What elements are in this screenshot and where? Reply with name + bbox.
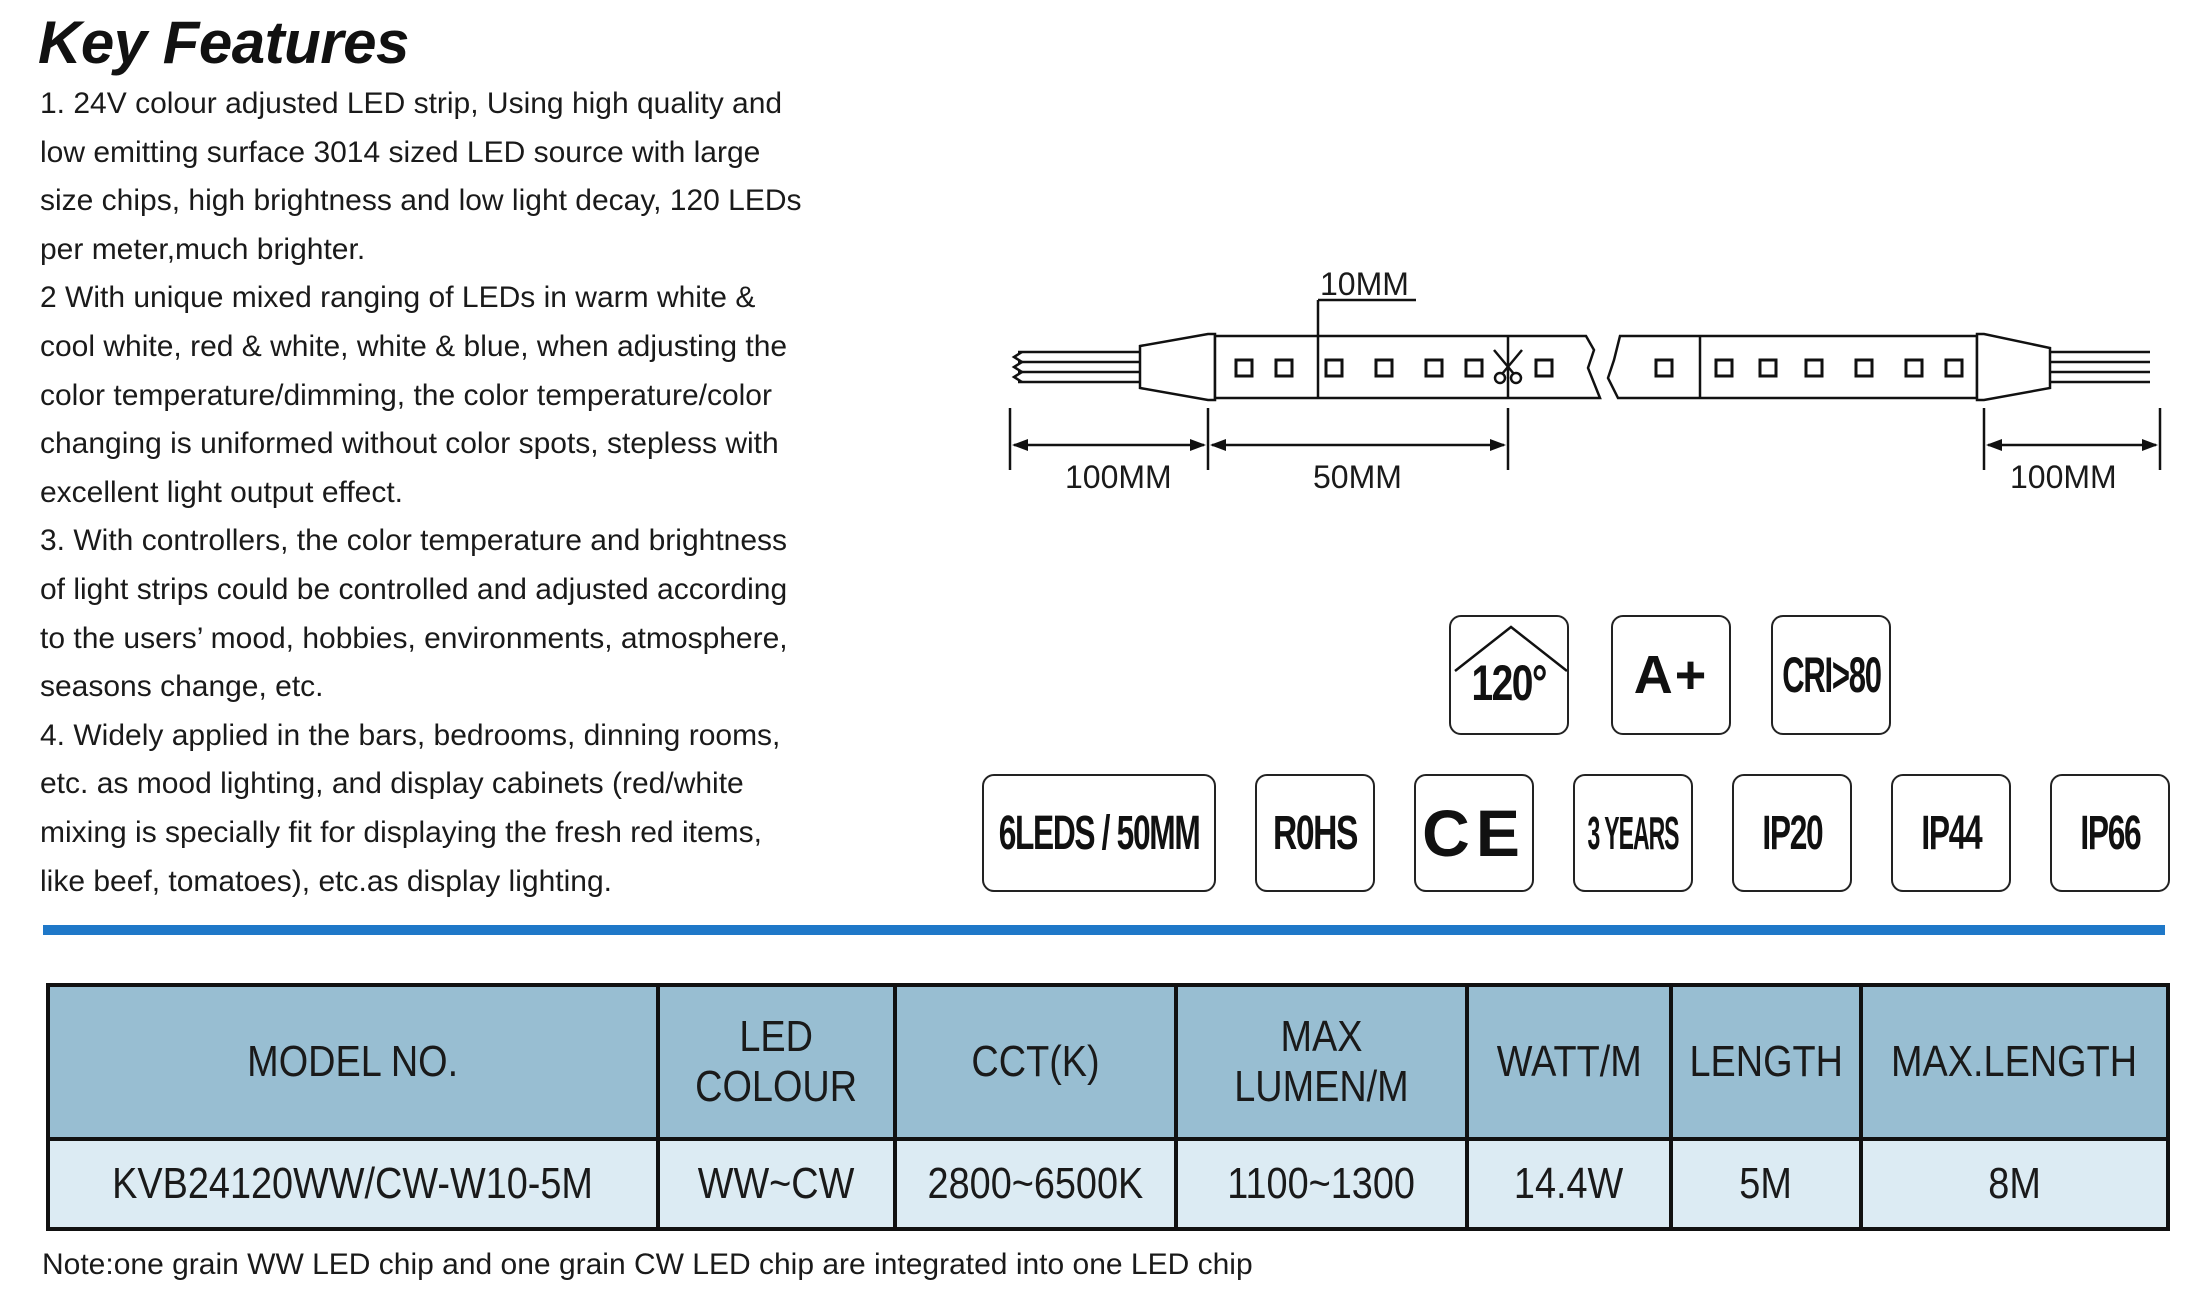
- feature-line: color temperature/dimming, the color tem…: [40, 378, 772, 412]
- led-strip-diagram: 10MM 100MM 50MM 100MM: [1008, 266, 2162, 495]
- col-header: LENGTH: [1669, 983, 1863, 1141]
- rohs-badge: R0HS: [1255, 774, 1375, 892]
- feature-line: changing is uniformed without color spot…: [40, 427, 779, 461]
- col-header: WATT/M: [1465, 983, 1673, 1141]
- table-cell: WW~CW: [656, 1137, 897, 1231]
- feature-line: 4. Widely applied in the bars, bedrooms,…: [40, 718, 781, 752]
- ip66-label: IP66: [2080, 806, 2141, 860]
- ip20-badge: IP20: [1732, 774, 1852, 892]
- left-wires: [1011, 350, 1140, 384]
- feature-line: excellent light output effect.: [40, 475, 404, 509]
- cell-cct: 2800~6500K: [927, 1159, 1144, 1208]
- ip20-label: IP20: [1762, 806, 1823, 860]
- cell-max-length: 8M: [1988, 1159, 2041, 1208]
- ip66-badge: IP66: [2050, 774, 2170, 892]
- cell-length: 5M: [1739, 1159, 1793, 1208]
- cri-label: CRI>80: [1781, 647, 1882, 703]
- feature-line: size chips, high brightness and low ligh…: [40, 184, 802, 218]
- feature-line: 3. With controllers, the color temperatu…: [40, 524, 788, 558]
- table-header-row: MODEL NO. LED COLOUR CCT(K) MAX LUMEN/M …: [46, 983, 2170, 1141]
- col-header: CCT(K): [893, 983, 1178, 1141]
- col-header: MODEL NO.: [46, 983, 660, 1141]
- feature-line: 1. 24V colour adjusted LED strip, Using …: [40, 87, 783, 120]
- header-max-length: MAX.LENGTH: [1891, 1037, 2138, 1086]
- key-features-list: 1. 24V colour adjusted LED strip, Using …: [40, 80, 880, 906]
- beam-angle-badge: 120°: [1449, 615, 1569, 735]
- dim-label-50mm: 50MM: [1313, 459, 1402, 495]
- header-length: LENGTH: [1689, 1037, 1843, 1086]
- energy-class-label: A+: [1633, 645, 1709, 705]
- header-led-colour: LED COLOUR: [695, 1012, 858, 1111]
- feature-line: of light strips could be controlled and …: [40, 572, 788, 606]
- ip44-badge: IP44: [1891, 774, 2011, 892]
- cri-badge: CRI>80: [1771, 615, 1891, 735]
- col-header: MAX LUMEN/M: [1174, 983, 1469, 1141]
- cell-max-lumen: 1100~1300: [1227, 1159, 1416, 1208]
- feature-line: mixing is specially fit for displaying t…: [40, 815, 762, 849]
- col-header: LED COLOUR: [656, 983, 897, 1141]
- header-max-lumen: MAX LUMEN/M: [1234, 1012, 1409, 1111]
- footnote: Note:one grain WW LED chip and one grain…: [42, 1248, 1253, 1281]
- scissors-icon: [1493, 349, 1523, 385]
- dim-label-right-100mm: 100MM: [2010, 459, 2117, 495]
- feature-line: etc. as mood lighting, and display cabin…: [40, 767, 744, 801]
- right-connector: [1975, 332, 2052, 402]
- energy-class-badge: A+: [1611, 615, 1731, 735]
- table-cell: 5M: [1669, 1137, 1863, 1231]
- dim-label-10mm: 10MM: [1320, 266, 1409, 302]
- rohs-label: R0HS: [1272, 806, 1358, 860]
- divider-rule: [43, 925, 2165, 935]
- table-cell: 2800~6500K: [893, 1137, 1178, 1231]
- feature-line: seasons change, etc.: [40, 670, 324, 704]
- cell-watt: 14.4W: [1514, 1159, 1624, 1208]
- feature-line: per meter,much brighter.: [40, 232, 366, 266]
- right-wires: [2050, 350, 2150, 384]
- header-watt: WATT/M: [1496, 1037, 1642, 1086]
- table-cell: 1100~1300: [1174, 1137, 1469, 1231]
- ce-badge: CE: [1414, 774, 1534, 892]
- feature-line: 2 With unique mixed ranging of LEDs in w…: [40, 281, 756, 315]
- table-cell: 14.4W: [1465, 1137, 1673, 1231]
- left-connector: [1138, 332, 1217, 402]
- warranty-badge: 3 YEARS: [1573, 774, 1693, 892]
- header-model: MODEL NO.: [247, 1037, 459, 1086]
- roof-angle-icon: [1454, 625, 1567, 672]
- ce-mark-label: CE: [1422, 796, 1526, 870]
- table-row: KVB24120WW/CW-W10-5M WW~CW 2800~6500K 11…: [46, 1137, 2170, 1231]
- led-density-badge: 6LEDS / 50MM: [982, 774, 1216, 892]
- dim-label-left-100mm: 100MM: [1065, 459, 1172, 495]
- table-cell: KVB24120WW/CW-W10-5M: [46, 1137, 660, 1231]
- page-title: Key Features: [38, 9, 409, 76]
- cell-led-colour: WW~CW: [698, 1159, 855, 1208]
- spec-table: MODEL NO. LED COLOUR CCT(K) MAX LUMEN/M …: [46, 983, 2170, 1231]
- feature-line: to the users’ mood, hobbies, environment…: [40, 621, 788, 655]
- beam-angle-label: 120°: [1471, 655, 1548, 711]
- feature-line: cool white, red & white, white & blue, w…: [40, 329, 788, 363]
- feature-line: low emitting surface 3014 sized LED sour…: [40, 135, 761, 169]
- feature-line: like beef, tomatoes), etc.as display lig…: [40, 864, 612, 898]
- led-density-label: 6LEDS / 50MM: [998, 806, 1201, 860]
- header-cct: CCT(K): [971, 1037, 1100, 1086]
- col-header: MAX.LENGTH: [1859, 983, 2170, 1141]
- ip44-label: IP44: [1921, 806, 1982, 860]
- cell-model: KVB24120WW/CW-W10-5M: [112, 1159, 594, 1208]
- table-cell: 8M: [1859, 1137, 2170, 1231]
- warranty-label: 3 YEARS: [1587, 807, 1679, 859]
